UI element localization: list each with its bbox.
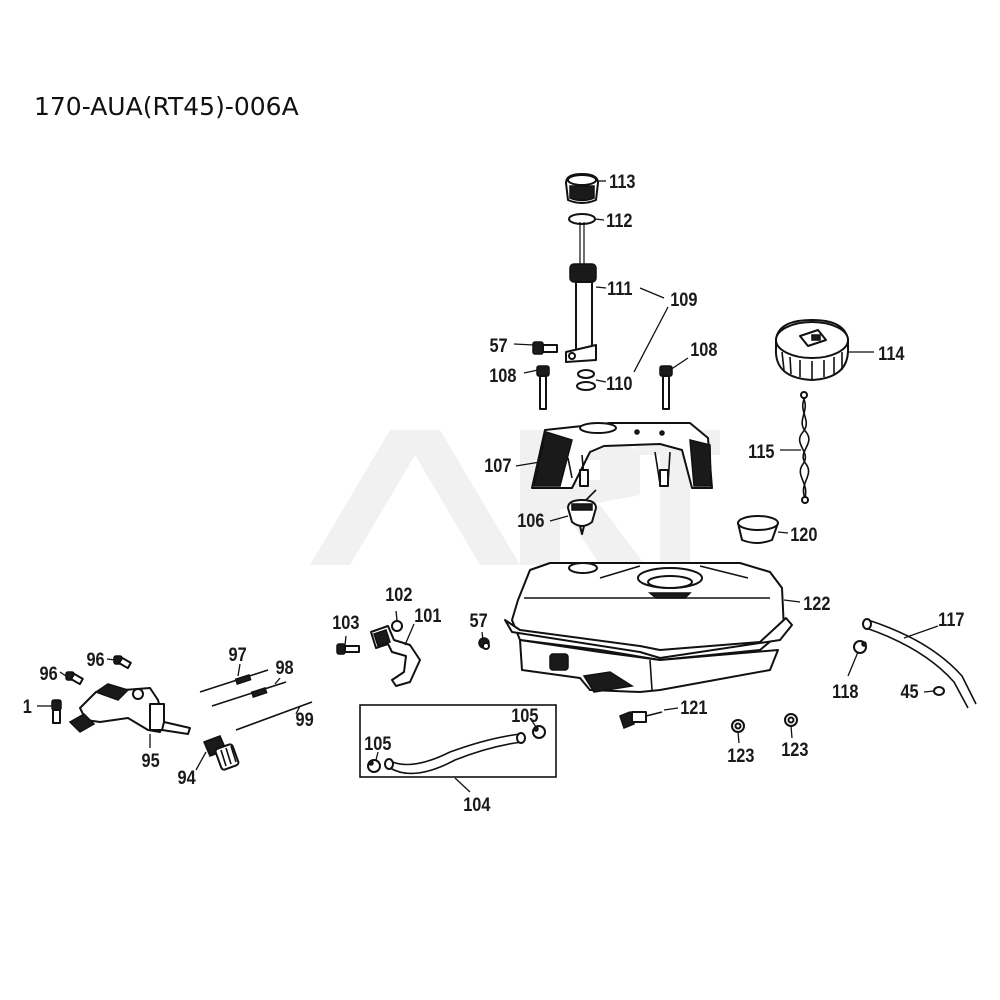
callout-111: 111: [607, 278, 633, 299]
part-111-gauge-stem: [565, 222, 597, 363]
callout-95: 95: [141, 750, 159, 771]
callout-97: 97: [228, 644, 246, 665]
callout-107: 107: [484, 455, 511, 476]
part-95-control-bracket: [68, 683, 191, 735]
callout-101: 101: [414, 605, 441, 626]
part-120-strainer: [737, 515, 779, 544]
part-117-fuel-hose: [862, 618, 977, 709]
callout-102: 102: [385, 584, 412, 605]
callout-104: 104: [463, 794, 490, 815]
part-57-bolt-lower: [478, 637, 490, 650]
callout-122: 122: [803, 593, 830, 614]
callout-96-left: 96: [39, 663, 57, 684]
watermark: [310, 430, 720, 565]
part-96-screw-left: [65, 671, 84, 686]
callout-45: 45: [900, 681, 918, 702]
part-115-cap-chain: [798, 391, 810, 504]
callout-121: 121: [680, 697, 707, 718]
part-107-tank-cover: [531, 422, 713, 489]
callout-105-left: 105: [364, 733, 391, 754]
callout-99: 99: [295, 709, 313, 730]
callout-110: 110: [606, 373, 632, 394]
part-45-clip: [933, 686, 945, 696]
part-114-tank-cap: [774, 319, 849, 381]
callout-106: 106: [517, 510, 544, 531]
part-94-control-knob: [203, 735, 240, 771]
part-101-bracket: [370, 625, 421, 687]
callout-57-lower: 57: [469, 610, 487, 631]
callout-57-upper: 57: [489, 335, 507, 356]
part-96-screw-right: [113, 655, 132, 670]
callout-98: 98: [275, 657, 293, 678]
callout-108-left: 108: [489, 365, 516, 386]
part-118-hose-clamp: [853, 640, 867, 654]
part-123-nut-right: [784, 713, 798, 727]
callout-114: 114: [878, 343, 904, 364]
leader-lines: [37, 180, 939, 793]
part-108-bolt-right: [659, 365, 673, 410]
callout-118: 118: [832, 681, 858, 702]
part-123-nut-left: [731, 719, 745, 733]
callout-1: 1: [23, 696, 32, 717]
part-98-cable: [211, 681, 287, 707]
callout-120: 120: [790, 524, 817, 545]
drawing-code: 170-AUA(RT45)-006A: [34, 92, 299, 121]
part-103-bolt: [336, 643, 360, 655]
callout-96-right: 96: [86, 649, 104, 670]
part-1-bolt: [51, 699, 62, 724]
callout-113: 113: [609, 171, 635, 192]
callout-117: 117: [938, 609, 964, 630]
part-122-fuel-tank: [504, 562, 793, 693]
callout-115: 115: [748, 441, 774, 462]
part-113-gauge-cap: [565, 173, 599, 204]
part-108-bolt-left: [536, 365, 550, 410]
callout-112: 112: [606, 210, 632, 231]
part-106-vent-valve: [567, 489, 597, 535]
callout-109: 109: [670, 289, 697, 310]
part-110-washers: [576, 369, 596, 391]
part-97-cable: [199, 669, 269, 693]
part-112-o-ring: [568, 213, 596, 225]
part-105-clamp-right: [532, 725, 546, 739]
part-104-hose-assembly: [359, 704, 557, 778]
part-57-bolt-upper: [532, 341, 558, 355]
callout-108-right: 108: [690, 339, 717, 360]
callout-103: 103: [332, 612, 359, 633]
part-105-clamp-left: [367, 759, 381, 773]
callout-94: 94: [177, 767, 195, 788]
callout-labels: 113 112 111 109 110 57 108 108 114 115 1…: [23, 171, 965, 815]
callout-123-right: 123: [781, 739, 808, 760]
part-121-fuel-valve: [619, 711, 663, 729]
callout-105-right: 105: [511, 705, 538, 726]
part-102-nut: [391, 620, 403, 632]
callout-123-left: 123: [727, 745, 754, 766]
